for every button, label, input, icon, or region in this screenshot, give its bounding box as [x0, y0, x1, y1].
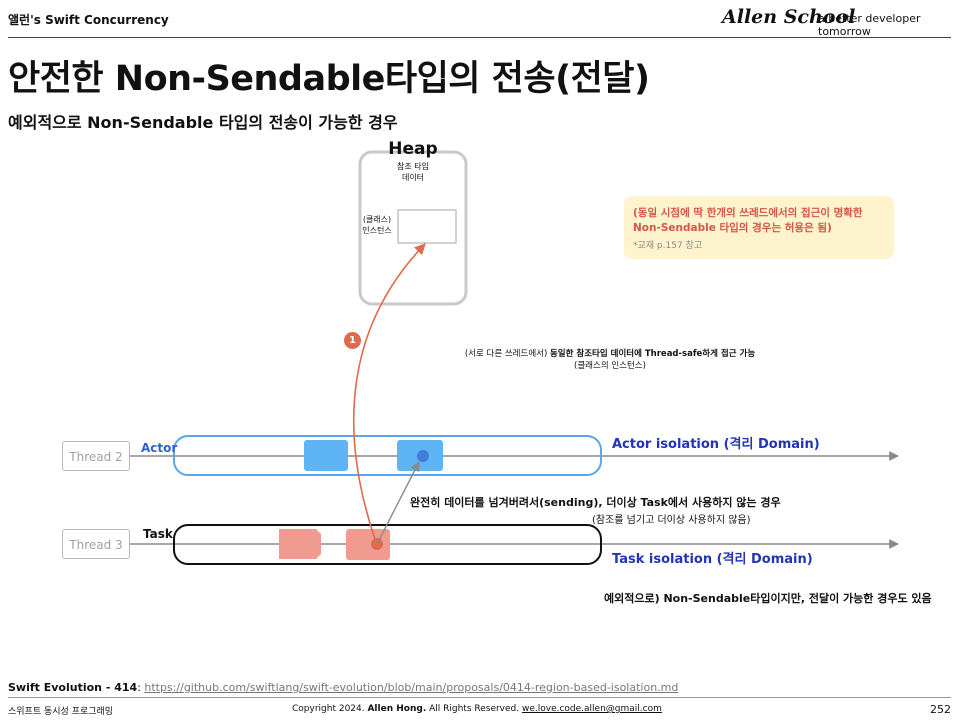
brand-logo: Allen School: [722, 6, 856, 28]
access-note-line1: (서로 다른 쓰레드에서) 동일한 참조타입 데이터에 Thread-safe하…: [430, 348, 790, 360]
class-instance-box: [397, 209, 457, 244]
heap-subtitle: 참조 타입 데이터: [360, 161, 466, 183]
swift-evolution-label: Swift Evolution - 414: [8, 681, 138, 694]
access-note: (서로 다른 쓰레드에서) 동일한 참조타입 데이터에 Thread-safe하…: [430, 348, 790, 372]
actor-block-1: [304, 440, 348, 471]
copyright-rights: All Rights Reserved.: [426, 704, 522, 714]
thread3-box: Thread 3: [62, 529, 130, 559]
swift-evolution-reference: Swift Evolution - 414: https://github.co…: [8, 681, 679, 694]
instance-line2: 인스턴스: [362, 226, 392, 235]
access-note-line2: (클래스의 인스턴스): [574, 361, 646, 371]
exception-note: 예외적으로) Non-Sendable타입이지만, 전달이 가능한 경우도 있음: [604, 592, 932, 605]
access-note-prefix: (서로 다른 쓰레드에서): [464, 349, 550, 359]
access-note-bold: 동일한 참조타입 데이터에 Thread-safe하게 접근 가능: [549, 349, 756, 359]
heap-sub-line1: 참조 타입: [397, 162, 429, 171]
sending-arrow: [376, 461, 420, 545]
page-number: 252: [930, 703, 951, 716]
copyright-author: Allen Hong.: [367, 704, 427, 714]
brand-tagline: a better developer tomorrow: [818, 12, 921, 38]
task-label: Task: [143, 527, 173, 541]
actor-isolation-label: Actor isolation (격리 Domain): [612, 437, 820, 452]
footer-copyright: Copyright 2024. Allen Hong. All Rights R…: [292, 704, 662, 714]
note-line1: (동일 시점에 딱 한개의 쓰레드에서의 접근이 명확한: [633, 207, 863, 219]
heap-sub-line2: 데이터: [401, 173, 425, 182]
header-divider: [8, 37, 951, 38]
note-reference: *교재 p.157 참고: [633, 241, 703, 251]
swift-evolution-link[interactable]: https://github.com/swiftlang/swift-evolu…: [144, 681, 679, 694]
copyright-prefix: Copyright 2024.: [292, 704, 368, 714]
instance-line1: (클래스): [362, 215, 392, 224]
instance-label: (클래스) 인스턴스: [354, 214, 400, 236]
footer-email-link[interactable]: we.love.code.allen@gmail.com: [521, 704, 662, 714]
sending-subnote: (참조를 넘기고 더이상 사용하지 않음): [592, 515, 751, 526]
step-badge: 1: [344, 332, 361, 349]
sending-note: 완전히 데이터를 넘겨버려서(sending), 더이상 Task에서 사용하지…: [410, 496, 781, 509]
note-box: [624, 196, 894, 259]
heap-access-arrow: [352, 243, 426, 543]
task-block-2: [346, 529, 390, 560]
task-block-1: [279, 529, 321, 559]
thread2-box: Thread 2: [62, 441, 130, 471]
slide-subtitle: 예외적으로 Non-Sendable 타입의 전송이 가능한 경우: [8, 113, 398, 132]
actor-isolation-box: [173, 435, 602, 476]
heap-title: Heap: [388, 139, 438, 159]
footer-course-name: 스위프트 동시성 프로그래밍: [8, 707, 114, 717]
actor-access-point: [417, 450, 429, 462]
note-text: (동일 시점에 딱 한개의 쓰레드에서의 접근이 명확한 Non-Sendabl…: [633, 206, 891, 236]
note-line2: Non-Sendable 타입의 경우는 허용은 됨): [633, 222, 832, 234]
task-isolation-label: Task isolation (격리 Domain): [612, 552, 813, 567]
actor-label: Actor: [141, 441, 178, 455]
header-title: 앨런's Swift Concurrency: [8, 13, 169, 27]
slide-title: 안전한 Non-Sendable타입의 전송(전달): [8, 59, 650, 99]
footer-divider: [8, 697, 951, 698]
